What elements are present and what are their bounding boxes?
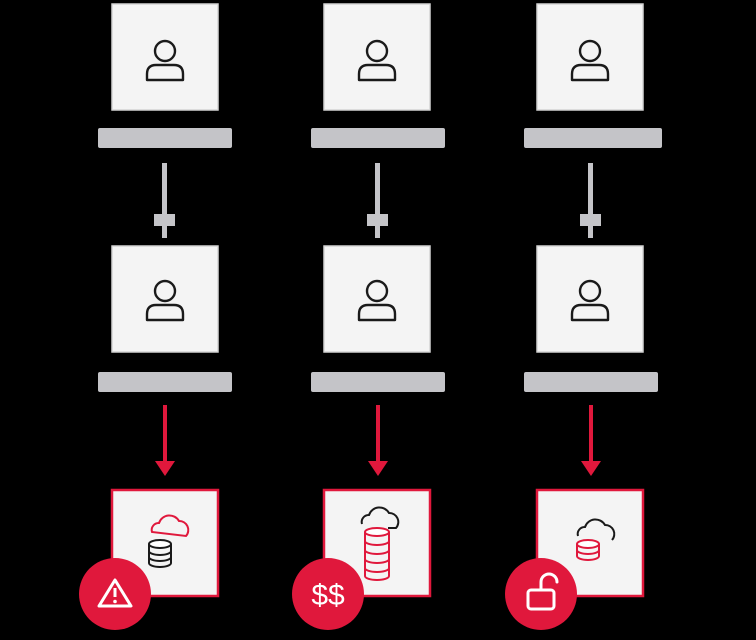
column-1 xyxy=(79,3,232,630)
account-card xyxy=(323,245,431,353)
red-connector-arrow xyxy=(581,405,601,476)
column-2: $$ xyxy=(292,3,445,630)
account-card xyxy=(111,245,219,353)
redacted-user-label xyxy=(311,128,445,148)
redacted-user-label xyxy=(98,128,232,148)
cloud-database-icon xyxy=(576,518,616,561)
redacted-account-label xyxy=(98,372,232,392)
user-card xyxy=(323,3,431,111)
resource-card xyxy=(322,488,432,598)
money-icon: $$ xyxy=(311,579,345,612)
unlocked-badge xyxy=(505,558,577,630)
red-connector-arrow xyxy=(155,405,175,476)
red-connector-arrow xyxy=(368,405,388,476)
user-card xyxy=(111,3,219,111)
gray-connector-arrow xyxy=(580,163,601,238)
warning-badge xyxy=(79,558,151,630)
user-card xyxy=(536,3,644,111)
redacted-account-label xyxy=(311,372,445,392)
money-badge: $$ xyxy=(292,558,364,630)
unlocked-padlock-icon xyxy=(526,572,559,611)
cloud-database-icon xyxy=(148,514,190,568)
column-3 xyxy=(505,3,662,630)
cloud-database-stack-icon xyxy=(360,506,400,581)
gray-connector-arrow xyxy=(367,163,388,238)
account-card xyxy=(536,245,644,353)
redacted-user-label xyxy=(524,128,662,148)
warning-icon xyxy=(97,578,133,608)
redacted-account-label xyxy=(524,372,658,392)
gray-connector-arrow xyxy=(154,163,175,238)
